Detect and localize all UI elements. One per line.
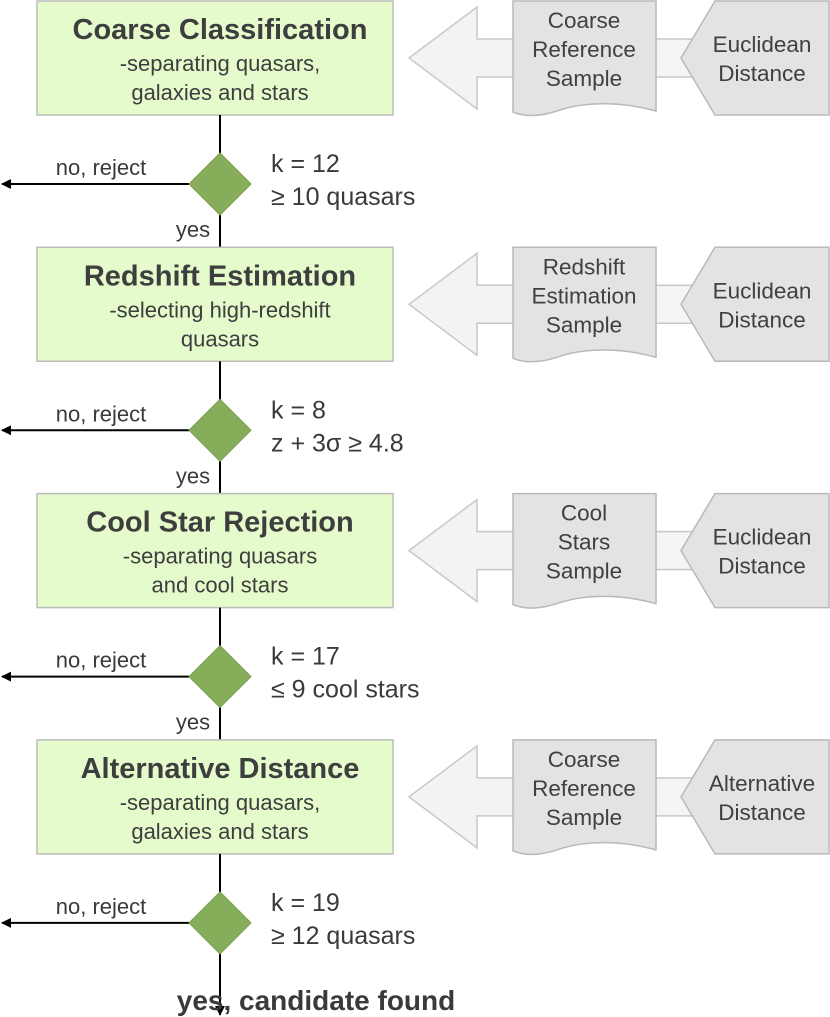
stage-2: Redshift Estimation -selecting high-redsh… — [1, 246, 830, 494]
sample-label-line: Sample — [546, 66, 622, 91]
sample-label-line: Sample — [546, 312, 622, 337]
final-result-label: yes, candidate found — [177, 985, 456, 1016]
stage-box — [36, 492, 394, 609]
distance-label-line: Distance — [718, 307, 806, 332]
yes-label: yes — [176, 217, 210, 242]
distance-shape — [680, 0, 830, 116]
stage-box — [36, 739, 394, 855]
sample-document — [512, 0, 657, 117]
condition-line: z + 3σ ≥ 4.8 — [271, 429, 404, 457]
distance-label-line: Euclidean — [713, 32, 812, 57]
input-arrow — [407, 744, 521, 850]
distance-label-line: Distance — [718, 800, 806, 825]
stage-title: Coarse Classification — [73, 14, 368, 46]
sample-label-line: Coarse — [548, 8, 621, 33]
stage-subtitle-line: galaxies and stars — [131, 819, 308, 844]
stage-subtitle-line: galaxies and stars — [131, 80, 308, 105]
stage-subtitle-line: -separating quasars, — [120, 790, 321, 815]
stage-4: Alternative Distance -separating quasars,… — [1, 739, 830, 1016]
sample-label-line: Reference — [532, 37, 636, 62]
stage-1: Coarse Classification -separating quasars… — [1, 0, 830, 248]
sample-label-line: Coarse — [548, 747, 621, 772]
input-arrow — [407, 5, 521, 111]
reject-label: no, reject — [56, 401, 147, 426]
stage-box — [36, 0, 394, 116]
condition-line: ≥ 12 quasars — [271, 922, 415, 950]
distance-label-line: Euclidean — [713, 525, 812, 550]
stage-subtitle-line: quasars — [181, 326, 259, 351]
stage-title: Redshift Estimation — [84, 260, 356, 292]
condition-line: k = 8 — [271, 396, 326, 424]
stage-box — [36, 246, 394, 363]
condition-line: ≥ 10 quasars — [271, 183, 415, 211]
stage-subtitle-line: and cool stars — [152, 573, 289, 598]
stage-title: Alternative Distance — [81, 753, 360, 785]
reject-label: no, reject — [56, 155, 147, 180]
reject-label: no, reject — [56, 894, 147, 919]
sample-label-line: Reference — [532, 776, 636, 801]
yes-label: yes — [176, 463, 210, 488]
condition-line: k = 12 — [271, 150, 340, 178]
decision-diamond — [188, 398, 252, 463]
distance-shape — [680, 492, 830, 609]
distance-label-line: Euclidean — [713, 278, 812, 303]
stage-subtitle-line: -separating quasars — [123, 544, 317, 569]
input-arrow — [407, 251, 521, 357]
stage-3: Cool Star Rejection -separating quasars an… — [1, 492, 830, 740]
distance-shape — [680, 739, 830, 855]
sample-document — [512, 739, 657, 856]
distance-label-line: Distance — [718, 61, 806, 86]
sample-label-line: Cool — [561, 501, 607, 526]
stage-subtitle-line: -selecting high-redshift — [109, 297, 330, 322]
input-arrow — [407, 498, 521, 604]
condition-line: k = 19 — [271, 889, 340, 917]
sample-document — [512, 246, 657, 363]
stage-subtitle-line: -separating quasars, — [120, 51, 321, 76]
sample-document — [512, 492, 657, 609]
sample-label-line: Stars — [558, 530, 611, 555]
condition-line: ≤ 9 cool stars — [271, 676, 420, 704]
distance-label-line: Alternative — [709, 771, 815, 796]
sample-label-line: Redshift — [543, 254, 626, 279]
decision-diamond — [188, 891, 252, 955]
sample-label-line: Sample — [546, 805, 622, 830]
sample-label-line: Estimation — [531, 283, 636, 308]
distance-label-line: Distance — [718, 554, 806, 579]
condition-line: k = 17 — [271, 643, 340, 671]
stage-title: Cool Star Rejection — [86, 507, 354, 539]
distance-shape — [680, 246, 830, 363]
sample-label-line: Sample — [546, 559, 622, 584]
yes-label: yes — [176, 710, 210, 735]
reject-label: no, reject — [56, 648, 147, 673]
decision-diamond — [188, 644, 252, 709]
decision-diamond — [188, 152, 252, 216]
